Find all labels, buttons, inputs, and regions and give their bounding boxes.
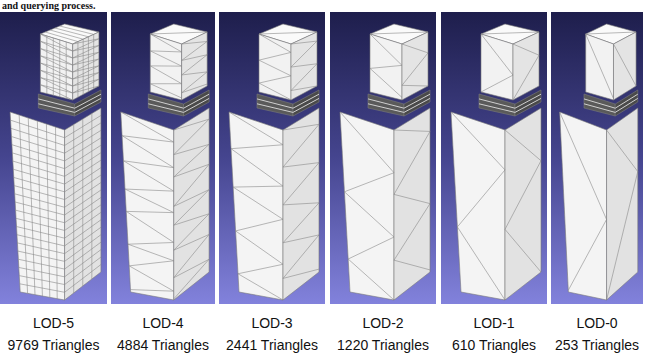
lod-model	[0, 12, 107, 304]
railing	[38, 104, 74, 113]
model-face	[394, 108, 430, 300]
railing	[148, 99, 183, 108]
railing	[615, 98, 638, 112]
triangle-mesh	[340, 32, 430, 300]
model-face	[291, 32, 317, 100]
model-face	[65, 108, 101, 300]
model-face	[73, 32, 99, 100]
lod-model	[441, 12, 547, 304]
model-face	[150, 34, 181, 100]
lod-name: LOD-4	[111, 314, 215, 333]
railing	[293, 98, 319, 112]
triangle-mesh	[560, 32, 638, 300]
lod-name: LOD-0	[551, 314, 643, 333]
model-face	[613, 32, 636, 100]
model-face	[257, 94, 293, 116]
railing	[184, 98, 210, 112]
model-face	[370, 34, 402, 100]
lod-model	[551, 12, 643, 304]
model-face	[560, 112, 607, 300]
triangle-count: 2441 Triangles	[219, 336, 325, 355]
railing	[515, 98, 541, 112]
railing	[293, 94, 319, 108]
model-face	[586, 34, 614, 100]
lod-panel: LOD-3 2441 Triangles	[219, 12, 325, 364]
lod-panel: LOD-1 610 Triangles	[441, 12, 547, 364]
model-face	[40, 34, 72, 100]
model-face	[513, 32, 539, 100]
model-face	[38, 94, 74, 116]
lod-model	[330, 12, 436, 304]
railing	[184, 94, 210, 108]
model-face	[10, 112, 65, 300]
model-face	[402, 32, 428, 100]
panel-ground	[0, 12, 107, 304]
triangle-count: 253 Triangles	[551, 336, 643, 355]
lod-model	[219, 12, 325, 304]
triangle-mesh	[229, 32, 319, 300]
model-face	[481, 34, 513, 100]
triangle-mesh	[451, 32, 541, 300]
model-face	[368, 94, 404, 116]
triangle-count: 9769 Triangles	[0, 336, 107, 355]
triangle-mesh	[121, 32, 209, 299]
model-face	[451, 112, 505, 300]
railing	[148, 104, 183, 113]
railing	[257, 104, 293, 113]
railing	[75, 94, 101, 108]
model-face	[340, 112, 394, 300]
railing	[257, 99, 293, 108]
model-face	[607, 108, 638, 300]
lod-name: LOD-5	[0, 314, 107, 333]
railing	[615, 94, 638, 108]
lod-model	[111, 12, 215, 304]
model-face	[283, 108, 319, 300]
railing	[368, 104, 404, 113]
model-face	[148, 94, 183, 116]
lod-panel: LOD-0 253 Triangles	[551, 12, 643, 364]
triangle-mesh	[11, 26, 101, 299]
railing	[38, 99, 74, 108]
lod-panel: LOD-4 4884 Triangles	[111, 12, 215, 364]
triangle-count: 4884 Triangles	[111, 336, 215, 355]
railing	[479, 104, 515, 113]
panel-ground	[111, 12, 215, 304]
lod-name: LOD-2	[330, 314, 436, 333]
triangle-count: 1220 Triangles	[330, 336, 436, 355]
railing	[584, 104, 615, 113]
model-face	[584, 94, 615, 116]
panel-ground	[330, 12, 436, 304]
panel-ground	[219, 12, 325, 304]
lod-name: LOD-3	[219, 314, 325, 333]
model-face	[182, 32, 208, 100]
railing	[404, 98, 430, 112]
model-face	[121, 112, 174, 300]
railing	[515, 94, 541, 108]
railing	[479, 99, 515, 108]
lod-name: LOD-1	[441, 314, 547, 333]
railing	[368, 99, 404, 108]
panel-ground	[551, 12, 643, 304]
railing	[584, 99, 615, 108]
lod-panel: LOD-5 9769 Triangles	[0, 12, 107, 364]
railing	[404, 94, 430, 108]
model-face	[174, 108, 209, 300]
model-face	[505, 108, 541, 300]
panel-ground	[441, 12, 547, 304]
railing	[75, 98, 101, 112]
fragment-text: and querying process.	[2, 0, 95, 11]
model-face	[259, 34, 291, 100]
triangle-count: 610 Triangles	[441, 336, 547, 355]
model-face	[479, 94, 515, 116]
lod-panel: LOD-2 1220 Triangles	[330, 12, 436, 364]
model-face	[229, 112, 283, 300]
